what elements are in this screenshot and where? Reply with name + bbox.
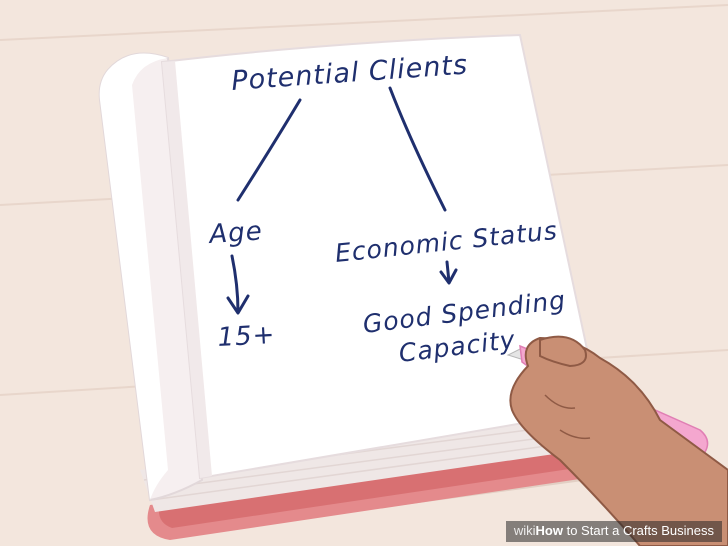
page-stack: [140, 410, 616, 512]
connector-right: [388, 86, 447, 212]
watermark-title: to Start a Crafts Business: [562, 523, 714, 538]
curled-page-roll: [99, 53, 168, 500]
hand-thumb: [539, 335, 587, 368]
connector-left: [236, 98, 302, 202]
wikihow-watermark: wikiHow to Start a Crafts Business: [505, 521, 722, 542]
page-gutter-shade: [162, 61, 212, 478]
branch-age-text: Age: [206, 216, 263, 250]
arrow-down-right-icon: [439, 260, 458, 285]
age-value-text: 15+: [217, 320, 276, 353]
writing-hand: [506, 335, 728, 546]
watermark-title-bold: How: [535, 523, 563, 538]
notebook-back-cover-inner: [158, 440, 630, 528]
hand-knuckle-lines: [544, 394, 591, 440]
watermark-brand: wiki: [513, 523, 536, 538]
arrow-down-left-icon: [226, 254, 250, 315]
